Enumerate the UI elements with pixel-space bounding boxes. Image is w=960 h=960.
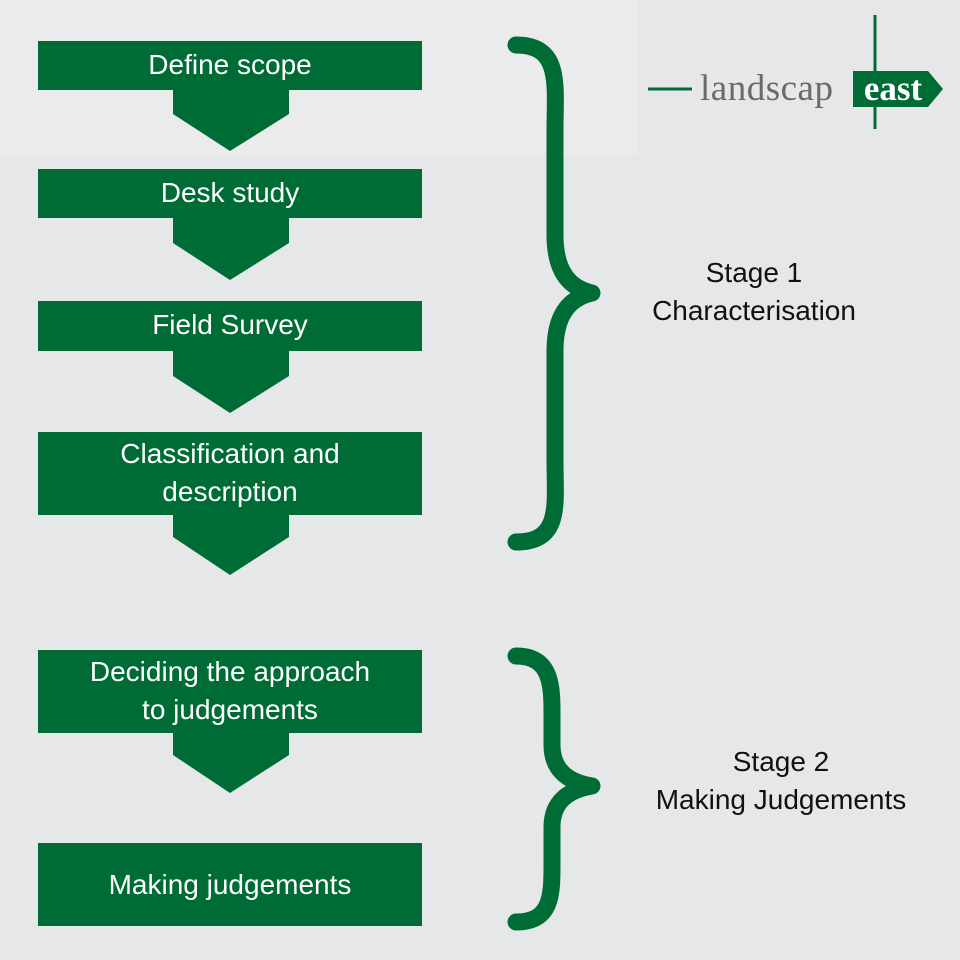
stage-1-name: Characterisation — [652, 295, 856, 326]
step-label-field-survey: Field Survey — [152, 309, 308, 340]
stage-2-name: Making Judgements — [655, 784, 907, 815]
step-label-classification: Classification and description — [120, 438, 340, 507]
step-box-define-scope — [38, 41, 422, 151]
step-box-making-judgements — [38, 843, 422, 926]
logo-text-landscap: landscap — [700, 68, 834, 109]
step-label-making-judgements: Making judgements — [108, 869, 352, 900]
logo-text-east: east — [863, 69, 923, 108]
stage-2-brace — [507, 647, 601, 931]
stage-1-number: Stage 1 — [705, 257, 803, 288]
logo-arrow-tag — [853, 71, 943, 107]
stage-2-label: Stage 2 Making Judgements — [622, 743, 940, 819]
step-label-desk-study: Desk study — [160, 177, 300, 208]
step-label-define-scope: Define scope — [148, 49, 312, 80]
step-box-deciding-approach — [38, 650, 422, 793]
step-box-field-survey — [38, 301, 422, 413]
step-box-classification — [38, 432, 422, 575]
stage-2-number: Stage 2 — [732, 746, 830, 777]
step-label-deciding-approach: Deciding the approach to judgements — [89, 656, 371, 725]
stage-1-brace — [507, 36, 601, 551]
stage-1-label: Stage 1 Characterisation — [620, 254, 888, 330]
step-box-desk-study — [38, 169, 422, 280]
